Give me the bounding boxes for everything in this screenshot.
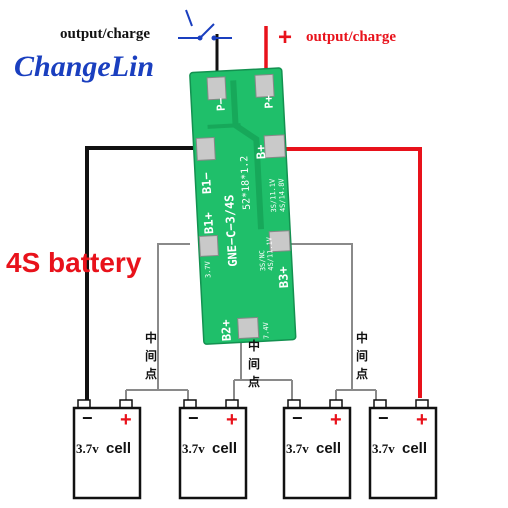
- wires: [85, 26, 422, 402]
- battery-title: 4S battery: [6, 247, 142, 278]
- cell-label: cell: [402, 440, 427, 457]
- b2-plus-pad: [237, 316, 260, 340]
- b1-plus-pad: [198, 234, 219, 257]
- label-b2-plus: B2+: [219, 319, 234, 341]
- p-minus-pad: [206, 76, 227, 101]
- cell-label: cell: [212, 440, 237, 457]
- label-b1-plus: B1+: [201, 212, 216, 234]
- cell-voltage: 3.7v: [286, 441, 309, 456]
- label-model: GNE−C−3/4S: [222, 194, 240, 267]
- b1-balance-wire: [157, 243, 190, 390]
- label-4s-111v: 4S/11.1V: [265, 236, 275, 271]
- cell-1: − + 3.7v cell: [72, 399, 142, 500]
- logo: ChangeLin: [14, 9, 232, 83]
- cell-negative-sign: −: [292, 408, 303, 428]
- plus-symbol: +: [278, 24, 292, 51]
- label-74v: 7.4V: [262, 321, 271, 339]
- b-minus-pad: [195, 136, 216, 161]
- cell-voltage: 3.7v: [76, 441, 99, 456]
- svg-text:间: 间: [248, 356, 260, 371]
- svg-text:中: 中: [248, 338, 260, 353]
- svg-text:中: 中: [145, 330, 157, 345]
- cell-negative-sign: −: [188, 408, 199, 428]
- switch-icon: [178, 9, 232, 39]
- battery-negative-wire: [85, 146, 200, 400]
- label-size: 52*18*1.2: [239, 155, 253, 210]
- p-plus-pad: [254, 73, 275, 98]
- label-4s-148v: 4S/14.8V: [277, 177, 287, 212]
- b3-balance-wire: [290, 243, 353, 390]
- svg-text:点: 点: [356, 366, 368, 381]
- logo-text: ChangeLin: [14, 50, 154, 83]
- cell-positive-sign: +: [416, 409, 428, 431]
- midpoint-label-2: 中 间 点: [248, 338, 260, 389]
- svg-text:点: 点: [248, 374, 260, 389]
- cell-negative-sign: −: [378, 408, 389, 428]
- label-p-minus: P−: [214, 97, 228, 111]
- cell-positive-sign: +: [330, 409, 342, 431]
- output-charge-left-label: output/charge: [60, 26, 150, 42]
- label-b3-plus: B3+: [276, 266, 291, 288]
- cell-3: − + 3.7v cell: [282, 399, 352, 500]
- label-b-plus: B+: [254, 144, 269, 159]
- bms-board: P− P+ B1− B+ B1+ B3+ B2+ GNE−C−3/4S 52*1…: [189, 67, 297, 345]
- cell-2: − + 3.7v cell: [178, 399, 248, 500]
- svg-text:间: 间: [356, 348, 368, 363]
- label-3s-11v: 3S/11.1V: [268, 178, 278, 213]
- b-plus-pad: [263, 134, 286, 159]
- battery-positive-wire: [283, 147, 422, 398]
- cell-positive-sign: +: [226, 409, 238, 431]
- cell-label: cell: [106, 440, 131, 457]
- svg-text:点: 点: [145, 366, 157, 381]
- midpoint-label-1: 中 间 点: [145, 330, 157, 381]
- cell-positive-sign: +: [120, 409, 132, 431]
- svg-text:中: 中: [356, 330, 368, 345]
- cell-4: − + 3.7v cell: [368, 399, 438, 500]
- cell-voltage: 3.7v: [372, 441, 395, 456]
- b3-plus-pad: [268, 230, 291, 253]
- label-3s-nc: 3S/NC: [258, 250, 267, 271]
- label-p-plus: P+: [262, 95, 276, 109]
- label-b1-minus: B1−: [199, 172, 214, 194]
- midpoint-label-3: 中 间 点: [356, 330, 368, 381]
- cell-voltage: 3.7v: [182, 441, 205, 456]
- label-37v: 3.7V: [204, 260, 213, 278]
- svg-text:间: 间: [145, 348, 157, 363]
- cell-negative-sign: −: [82, 408, 93, 428]
- output-charge-right-label: output/charge: [306, 29, 396, 45]
- cell-label: cell: [316, 440, 341, 457]
